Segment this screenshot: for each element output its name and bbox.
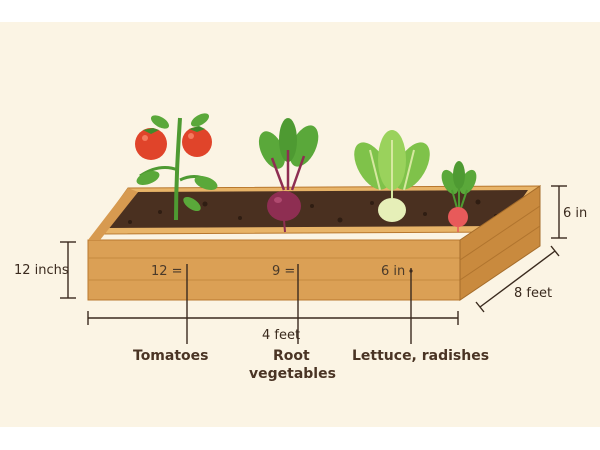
lettuce-icon: [354, 130, 430, 222]
label-lettuce-radishes: Lettuce, radishes: [352, 348, 489, 364]
height-label-left: 12 inchs: [14, 263, 69, 278]
height-label-right: 6 in: [563, 206, 587, 221]
length-label: 4 feet: [262, 328, 300, 343]
tomato-plant-icon: [135, 113, 218, 221]
height-dimension-right: [551, 185, 567, 239]
label-root-line2: vegetables: [249, 366, 336, 382]
beet-plant-icon: [258, 118, 319, 233]
bed-label-12: 12 =: [151, 264, 183, 279]
depth-label: 8 feet: [514, 286, 552, 301]
depth-dimension: [475, 245, 560, 313]
label-root-line1: Root: [273, 348, 310, 364]
wood-plank-line: [459, 205, 541, 261]
leader-dot: [409, 269, 413, 273]
bed-label-6in: 6 in: [381, 264, 405, 279]
radish-icon: [441, 161, 477, 232]
height-dimension-left: [60, 241, 76, 299]
wood-plank-line: [459, 225, 541, 281]
raised-bed: [87, 185, 541, 301]
bed-left-rim: [88, 188, 138, 240]
label-tomatoes: Tomatoes: [133, 348, 208, 364]
soil-surface: [108, 190, 528, 228]
bed-label-9: 9 =: [272, 264, 295, 279]
length-dimension: [87, 311, 459, 325]
